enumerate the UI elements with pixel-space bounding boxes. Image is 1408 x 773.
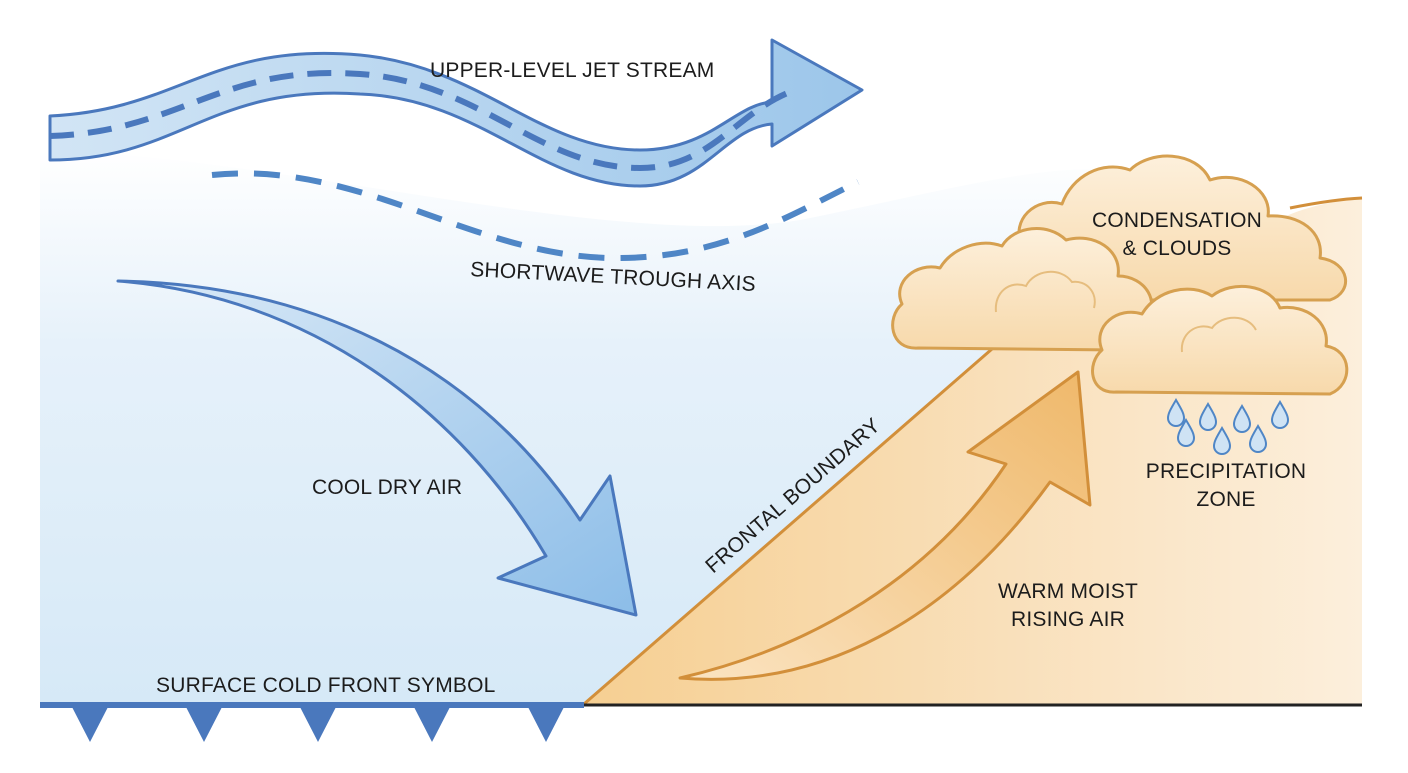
condensation-label-line1: CONDENSATION [1092,209,1262,232]
cold-front-triangle [72,707,108,742]
raindrop [1166,398,1186,427]
cloud-inner-detail [994,270,1096,313]
raindrop [1270,400,1290,429]
raindrops [1166,398,1290,455]
cold-front-triangle [528,707,564,742]
warm-air-label-line1: WARM MOIST [998,580,1138,603]
warm-air-arrow [678,370,1092,681]
raindrop [1248,424,1268,453]
jet-stream-core-dashes [49,70,792,172]
cloud-inner-detail [1180,316,1257,353]
cloud-cluster [891,154,1349,396]
condensation-label-line2: & CLOUDS [1123,237,1232,260]
warm-air-top-edge [1289,196,1363,210]
raindrop [1176,418,1196,447]
cold-front-triangle [186,707,222,742]
raindrop [1232,404,1252,433]
jet-stream-label: UPPER-LEVEL JET STREAM [430,59,714,82]
cold-front-triangle [300,707,336,742]
cool-air-arrow [116,279,638,617]
precipitation-label-line1: PRECIPITATION [1146,460,1307,483]
cloud-lower [1091,284,1349,396]
cold-front-triangle [414,707,450,742]
jet-stream-arrow [48,38,864,188]
precipitation-label-line2: ZONE [1196,488,1255,511]
cool-air-label: COOL DRY AIR [312,476,462,499]
raindrop [1198,402,1218,431]
raindrop [1212,426,1232,455]
frontal-boundary-line [583,340,1001,706]
warm-air-label-line2: RISING AIR [1011,608,1125,631]
cold-front-label: SURFACE COLD FRONT SYMBOL [156,674,496,697]
trough-axis-line [211,170,860,262]
